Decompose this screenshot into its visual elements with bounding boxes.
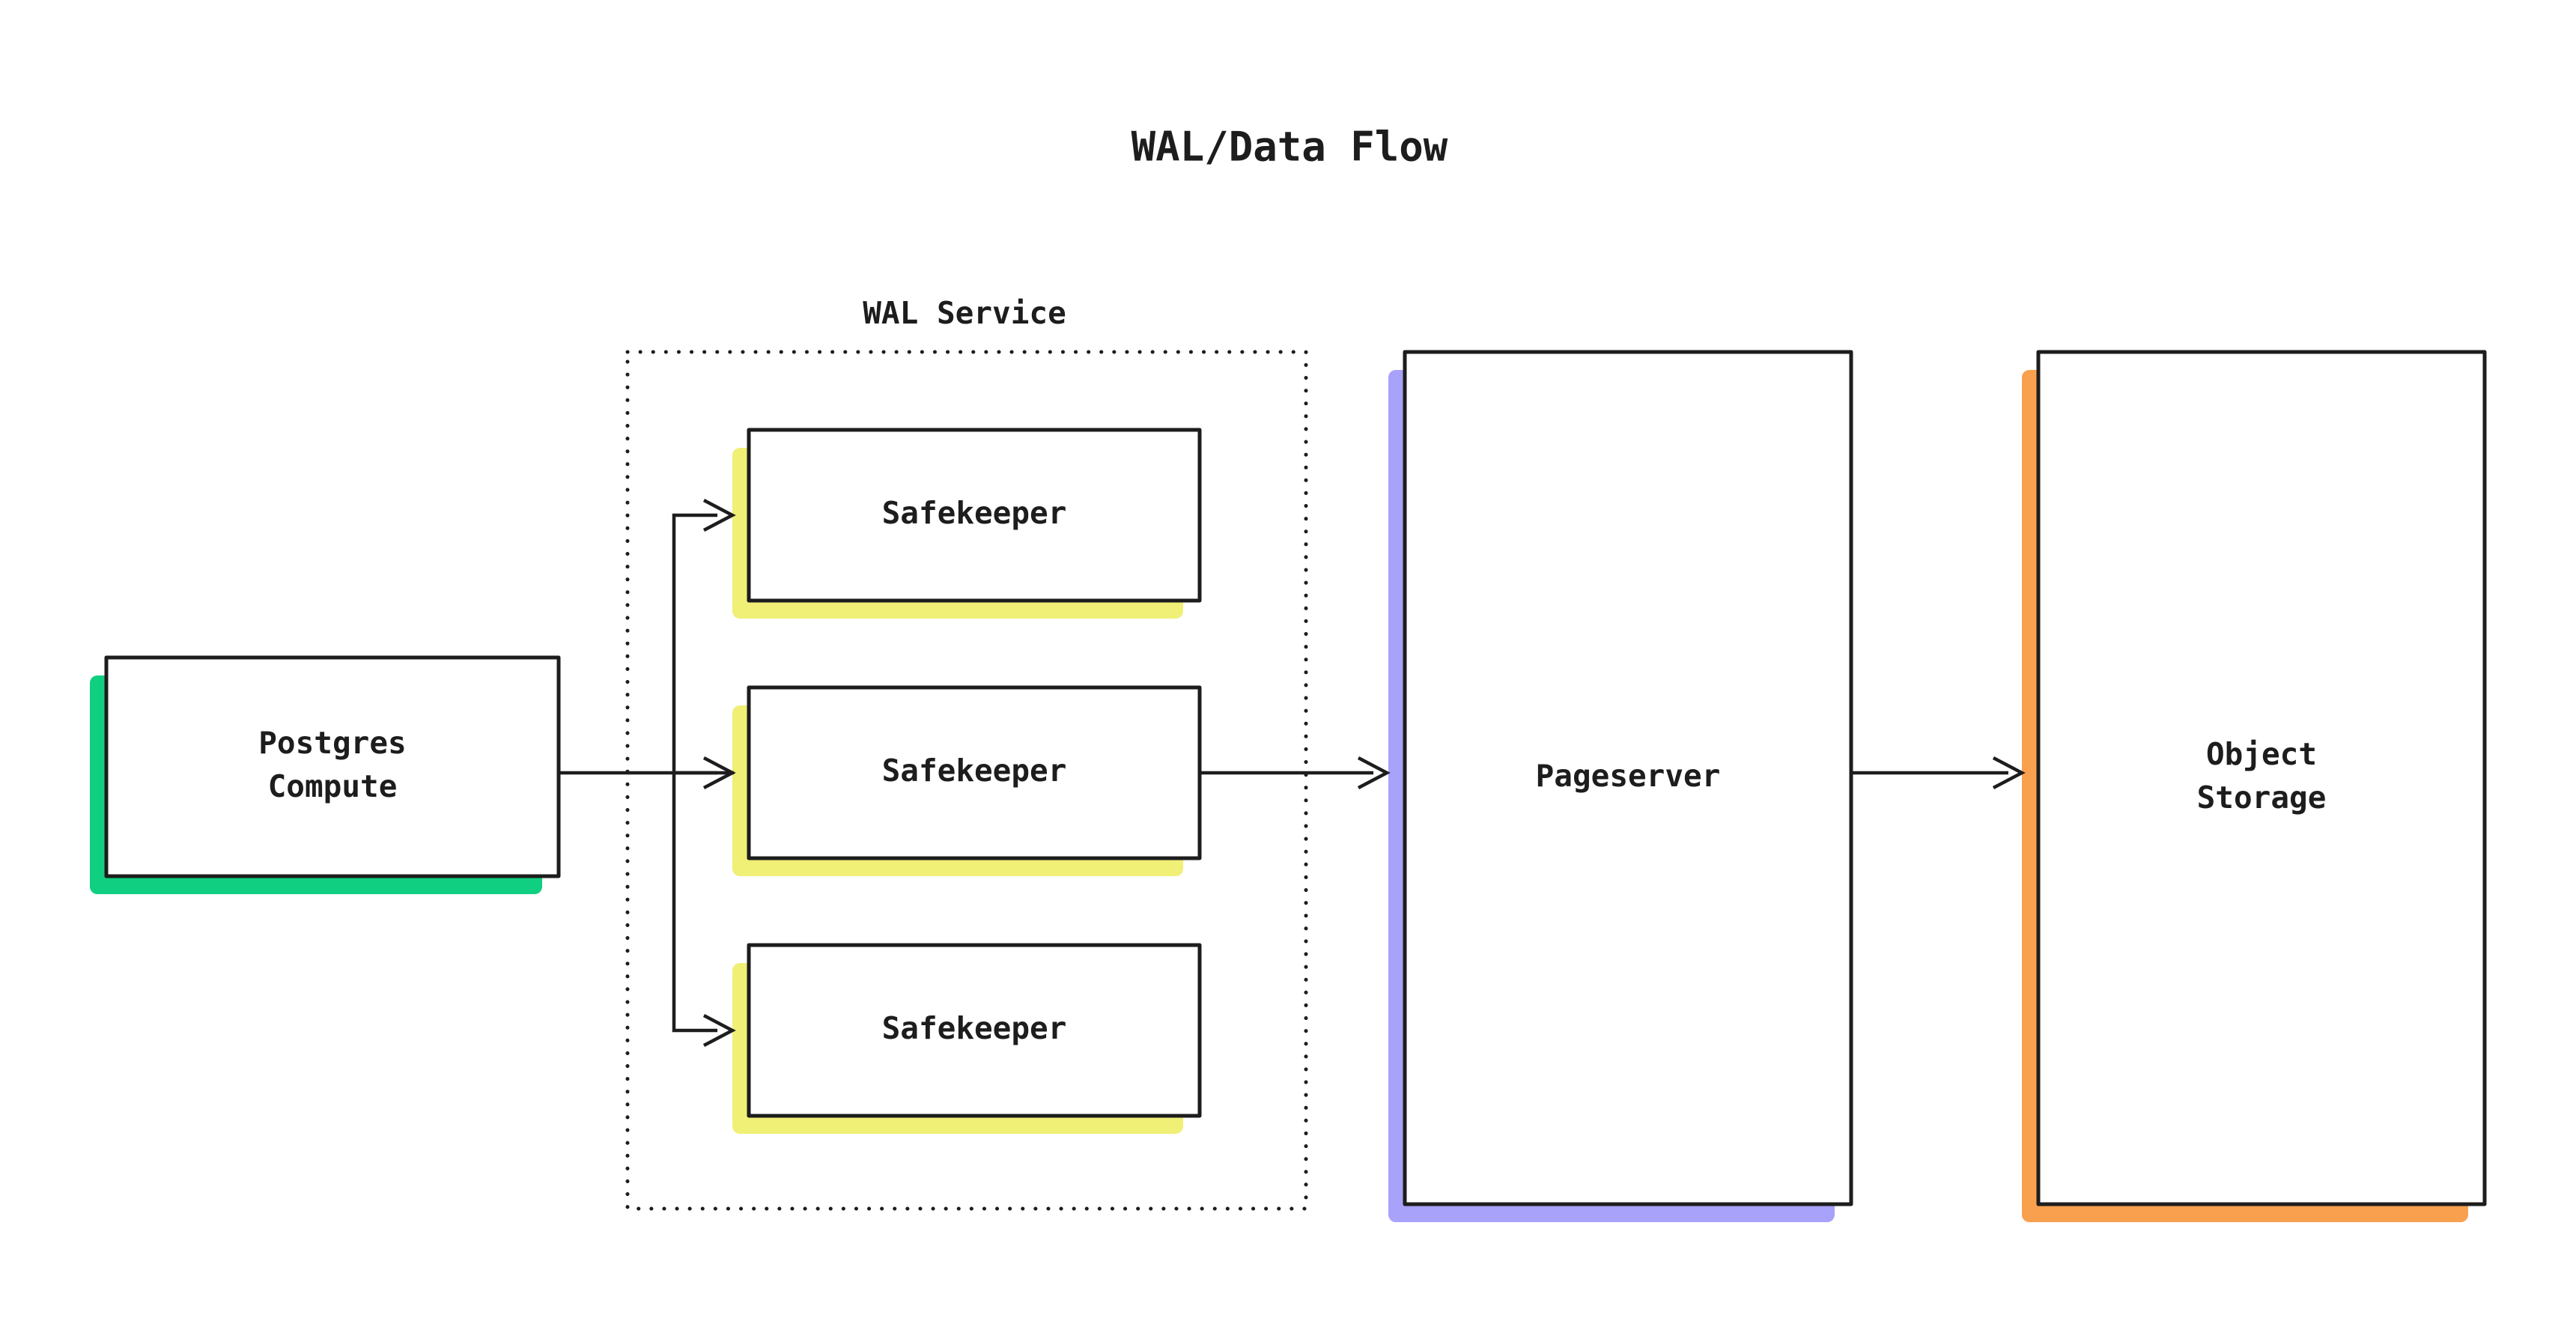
edge-branch-to-safekeeper-2 (674, 756, 736, 789)
node-label-safekeeper-3: Safekeeper (882, 1010, 1067, 1046)
edge-safekeeper-to-pageserver (1200, 756, 1391, 789)
node-label-safekeeper-1: Safekeeper (882, 495, 1067, 531)
node-box-postgres-compute[interactable] (104, 655, 561, 878)
node-box-object-storage[interactable] (2036, 350, 2487, 1206)
arrowhead-icon-branch-to-safekeeper-1 (702, 499, 736, 532)
arrowhead-icon-safekeeper-to-pageserver (1357, 756, 1391, 789)
node-safekeeper-3[interactable]: Safekeeper (732, 943, 1202, 1134)
node-pageserver[interactable]: Pageserver (1388, 350, 1853, 1222)
arrowhead-icon-pageserver-to-object-storage (1992, 756, 2026, 789)
node-label-object-storage: Storage (2197, 780, 2327, 816)
node-label-pageserver: Pageserver (1536, 758, 1721, 794)
node-box-safekeeper-3[interactable] (747, 943, 1202, 1118)
node-label-postgres-compute: Postgres (258, 725, 406, 761)
page-title: WAL/Data Flow (1131, 124, 1448, 171)
node-box-safekeeper-2[interactable] (747, 685, 1202, 860)
edge-branch-to-safekeeper-3 (672, 773, 736, 1047)
wal-service-group-label: WAL Service (863, 295, 1066, 331)
edges-layer (559, 499, 2026, 1047)
edge-branch-to-safekeeper-1 (672, 499, 736, 773)
node-label-safekeeper-2: Safekeeper (882, 753, 1067, 789)
edge-pageserver-to-object-storage (1851, 756, 2026, 789)
node-safekeeper-2[interactable]: Safekeeper (732, 685, 1202, 876)
node-box-safekeeper-1[interactable] (747, 428, 1202, 603)
edge-line-branch-to-safekeeper-3 (672, 773, 717, 1033)
arrowhead-icon-branch-to-safekeeper-2 (702, 756, 736, 789)
node-label-object-storage: Object (2206, 736, 2317, 772)
edge-line-branch-to-safekeeper-1 (672, 513, 717, 773)
node-safekeeper-1[interactable]: Safekeeper (732, 428, 1202, 619)
node-label-postgres-compute: Compute (268, 768, 398, 804)
nodes-layer: PostgresComputeSafekeeperSafekeeperSafek… (90, 350, 2487, 1222)
node-box-pageserver[interactable] (1403, 350, 1853, 1206)
wal-service-group: WAL Service (625, 295, 1308, 1211)
arrowhead-icon-branch-to-safekeeper-3 (702, 1014, 736, 1047)
